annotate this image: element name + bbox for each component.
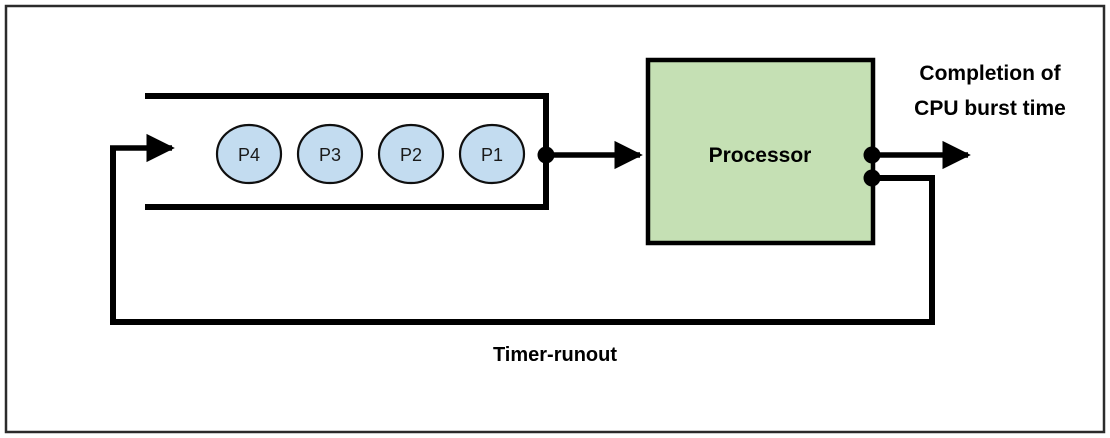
process-label: P4 [238, 145, 260, 165]
process-circle-p3[interactable]: P3 [296, 123, 364, 185]
process-label: P2 [400, 145, 422, 165]
process-circle-shape [458, 123, 526, 185]
process-label: P3 [319, 145, 341, 165]
completion-label-line1: Completion of [919, 62, 1061, 85]
diagram-border [4, 4, 1106, 434]
process-circle-shape [215, 123, 283, 185]
completion-label-line2: CPU burst time [914, 97, 1066, 120]
edge-completion [863, 140, 971, 170]
processor-label: Processor [709, 144, 812, 167]
dispatch-junction-dot [537, 146, 555, 164]
process-circle-p2[interactable]: P2 [377, 123, 445, 185]
timer-runout-label: Timer-runout [493, 344, 617, 366]
process-circle-p4[interactable]: P4 [215, 123, 283, 185]
edge-queue-to-processor [537, 140, 643, 170]
process-circle-shape [377, 123, 445, 185]
process-circle-shape [296, 123, 364, 185]
process-circle-p1[interactable]: P1 [458, 123, 526, 185]
edge-timer-runout [110, 133, 935, 325]
processor-block[interactable]: Processor [645, 57, 876, 246]
processor-box [645, 57, 876, 246]
ready-queue: P4 P3 P2 P1 [145, 93, 549, 210]
timer-runout-junction-dot [863, 169, 881, 187]
completion-junction-dot [863, 146, 881, 164]
process-label: P1 [481, 145, 503, 165]
